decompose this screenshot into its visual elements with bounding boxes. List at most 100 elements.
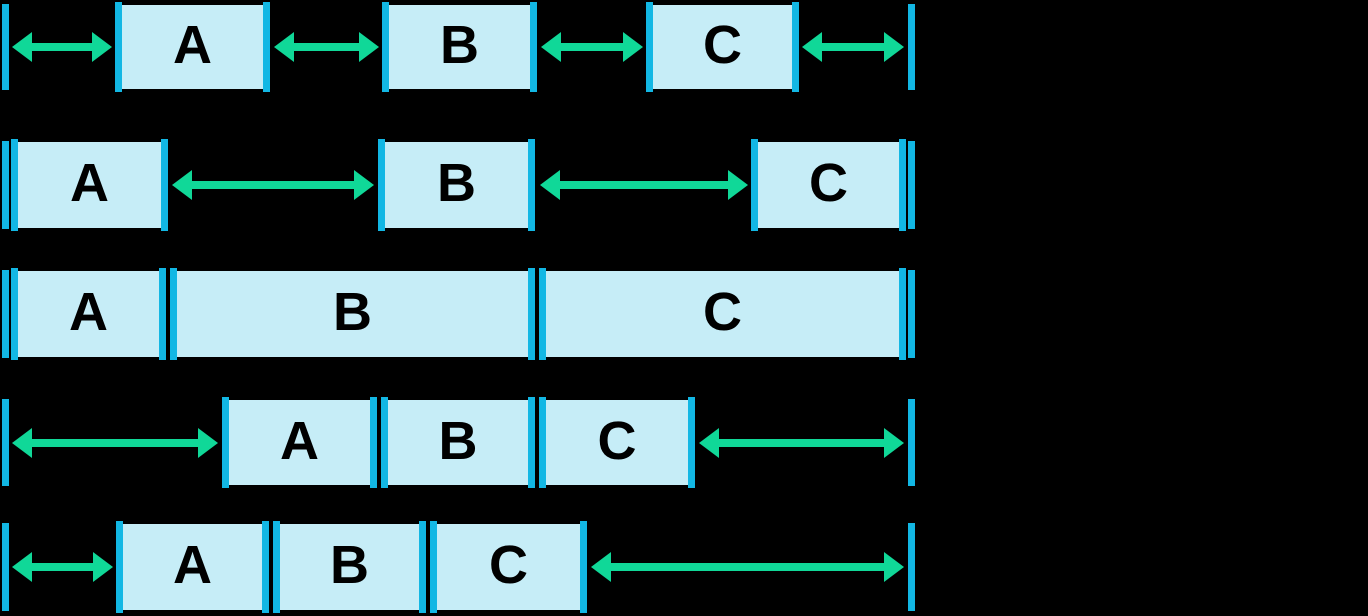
item-box-a: A bbox=[11, 268, 166, 360]
box-fill: A bbox=[229, 400, 370, 485]
arrow-shaft bbox=[554, 181, 734, 189]
box-label: C bbox=[597, 410, 637, 471]
spacing-arrow-icon bbox=[12, 552, 113, 582]
arrow-shaft bbox=[186, 181, 360, 189]
box-label: A bbox=[173, 535, 212, 595]
box-right-bar bbox=[528, 139, 535, 231]
box-left-bar bbox=[11, 268, 18, 360]
box-left-bar bbox=[378, 139, 385, 231]
spacing-arrow-icon bbox=[591, 552, 904, 582]
box-left-bar bbox=[273, 521, 280, 613]
spacing-arrow-icon bbox=[12, 32, 112, 62]
item-box-b: B bbox=[170, 268, 535, 360]
arrow-shaft bbox=[713, 438, 890, 447]
box-fill: B bbox=[385, 142, 528, 228]
box-right-bar bbox=[161, 139, 168, 231]
box-left-bar bbox=[11, 139, 18, 231]
box-left-bar bbox=[116, 521, 123, 613]
box-label: C bbox=[703, 282, 742, 342]
item-box-c: C bbox=[539, 397, 695, 488]
item-box-b: B bbox=[381, 397, 535, 488]
spacing-arrow-icon bbox=[172, 170, 374, 200]
item-box-c: C bbox=[430, 521, 587, 613]
spacing-arrow-icon bbox=[699, 428, 904, 458]
box-fill: C bbox=[546, 271, 899, 357]
spacing-arrow-icon bbox=[802, 32, 904, 62]
arrow-shaft bbox=[288, 43, 365, 51]
box-label: B bbox=[330, 535, 369, 595]
container-edge-line bbox=[2, 270, 9, 358]
row-center: A B C bbox=[0, 397, 920, 488]
box-label: B bbox=[437, 153, 476, 213]
box-right-bar bbox=[530, 2, 537, 92]
box-right-bar bbox=[528, 268, 535, 360]
box-label: A bbox=[69, 282, 108, 342]
item-box-a: A bbox=[222, 397, 377, 488]
box-right-bar bbox=[263, 2, 270, 92]
box-right-bar bbox=[159, 268, 166, 360]
arrow-shaft bbox=[26, 563, 99, 571]
item-box-a: A bbox=[115, 2, 270, 92]
item-box-a: A bbox=[116, 521, 269, 613]
arrow-shaft bbox=[555, 43, 629, 51]
box-label: B bbox=[333, 282, 372, 342]
item-box-c: C bbox=[539, 268, 906, 360]
box-fill: A bbox=[18, 142, 161, 228]
item-box-b: B bbox=[273, 521, 426, 613]
container-edge-line bbox=[908, 270, 915, 358]
spacing-arrow-icon bbox=[540, 170, 748, 200]
box-label: A bbox=[173, 15, 212, 75]
box-right-bar bbox=[262, 521, 269, 613]
row-stretch: A B C bbox=[0, 268, 920, 360]
box-left-bar bbox=[539, 268, 546, 360]
box-label: B bbox=[440, 15, 479, 75]
box-left-bar bbox=[115, 2, 122, 92]
container-edge-line bbox=[908, 399, 915, 486]
box-right-bar bbox=[580, 521, 587, 613]
item-box-c: C bbox=[646, 2, 799, 92]
box-right-bar bbox=[370, 397, 377, 488]
box-fill: B bbox=[280, 524, 419, 610]
box-right-bar bbox=[899, 139, 906, 231]
container-edge-line bbox=[908, 141, 915, 229]
box-left-bar bbox=[222, 397, 229, 488]
box-fill: A bbox=[18, 271, 159, 357]
box-fill: A bbox=[123, 524, 262, 610]
container-edge-line bbox=[908, 4, 915, 90]
box-left-bar bbox=[382, 2, 389, 92]
box-label: C bbox=[809, 153, 848, 213]
box-fill: B bbox=[389, 5, 530, 89]
box-label: C bbox=[703, 15, 742, 75]
box-right-bar bbox=[419, 521, 426, 613]
box-left-bar bbox=[539, 397, 546, 488]
box-fill: C bbox=[437, 524, 580, 610]
row-space-between: A B C bbox=[0, 139, 920, 231]
container-edge-line bbox=[2, 141, 9, 229]
box-fill: C bbox=[546, 400, 688, 485]
arrow-shaft bbox=[26, 438, 204, 447]
container-edge-line bbox=[908, 523, 915, 611]
container-edge-line bbox=[2, 523, 9, 611]
row-start-offset: A B C bbox=[0, 521, 920, 613]
item-box-a: A bbox=[11, 139, 168, 231]
box-left-bar bbox=[170, 268, 177, 360]
row-space-evenly: A B C bbox=[0, 2, 920, 92]
box-fill: C bbox=[653, 5, 792, 89]
arrow-shaft bbox=[605, 563, 890, 571]
spacing-arrow-icon bbox=[12, 428, 218, 458]
item-box-b: B bbox=[378, 139, 535, 231]
spacing-arrow-icon bbox=[274, 32, 379, 62]
box-fill: B bbox=[177, 271, 528, 357]
box-right-bar bbox=[899, 268, 906, 360]
container-edge-line bbox=[2, 4, 9, 90]
container-edge-line bbox=[2, 399, 9, 486]
box-label: A bbox=[280, 410, 319, 471]
arrow-shaft bbox=[26, 43, 98, 51]
box-fill: C bbox=[758, 142, 899, 228]
spacing-arrow-icon bbox=[541, 32, 643, 62]
box-left-bar bbox=[751, 139, 758, 231]
box-label: C bbox=[489, 535, 528, 595]
box-fill: A bbox=[122, 5, 263, 89]
item-box-b: B bbox=[382, 2, 537, 92]
